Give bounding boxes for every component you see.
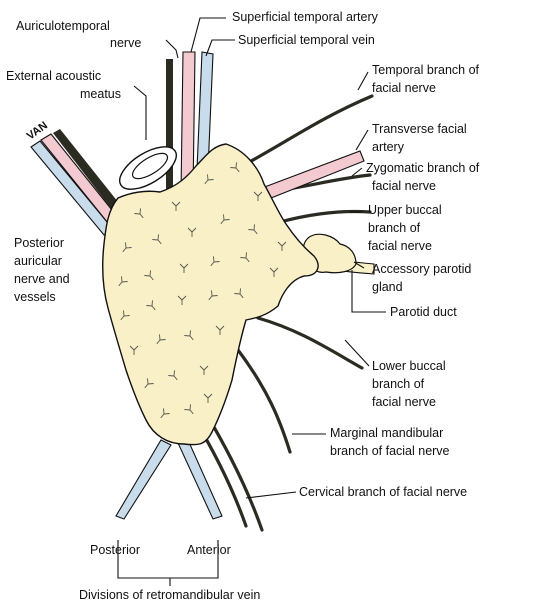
- marginal-mandibular-label-2: branch of facial nerve: [330, 444, 450, 458]
- zygomatic-branch-label: Zygomatic branch of: [366, 161, 480, 175]
- transverse-facial-leader: [356, 130, 368, 150]
- upper-buccal-branch-nerve: [280, 211, 370, 222]
- auriculotemporal-nerve-label: Auriculotemporal: [16, 19, 110, 33]
- anterior-division-vessel: [178, 440, 222, 519]
- meatus-leader: [134, 86, 146, 140]
- marginal-mandibular-branch-nerve: [238, 350, 290, 452]
- parotid-duct-label: Parotid duct: [390, 305, 457, 319]
- retromandibular-divisions-label: Divisions of retromandibular vein: [79, 588, 260, 602]
- lower-buccal-branch-label-2: branch of: [372, 377, 425, 391]
- accessory-parotid-gland-label: Accessory parotid: [372, 262, 471, 276]
- lower-buccal-branch-nerve: [258, 318, 362, 368]
- upper-buccal-branch-label: Upper buccal: [368, 203, 442, 217]
- posterior-auricular-label-2: auricular: [14, 254, 62, 268]
- lower-buccal-branch-label: Lower buccal: [372, 359, 446, 373]
- anterior-division-label: Anterior: [187, 543, 231, 557]
- external-acoustic-meatus-label-2: meatus: [80, 87, 121, 101]
- temporal-branch-leader: [358, 72, 368, 90]
- posterior-division-label: Posterior: [90, 543, 140, 557]
- cervical-branch-label: Cervical branch of facial nerve: [299, 485, 467, 499]
- superficial-temporal-vein-label: Superficial temporal vein: [238, 33, 375, 47]
- external-acoustic-meatus-label: External acoustic: [6, 69, 101, 83]
- temporal-branch-label-2: facial nerve: [372, 81, 436, 95]
- posterior-auricular-label-4: vessels: [14, 290, 56, 304]
- transverse-facial-artery-vessel: [262, 151, 364, 200]
- posterior-auricular-label-3: nerve and: [14, 272, 70, 286]
- cervical-leader: [246, 492, 296, 498]
- retromandibular-vein-divisions: [116, 440, 222, 519]
- accessory-parotid-gland-label-2: gland: [372, 280, 403, 294]
- transverse-facial-artery-label-2: artery: [372, 140, 405, 154]
- auriculotemporal-leader: [166, 40, 178, 58]
- posterior-division-vessel: [116, 440, 171, 519]
- lower-buccal-branch-label-3: facial nerve: [372, 395, 436, 409]
- superficial-temporal-artery-leader: [191, 18, 226, 52]
- transverse-facial-artery-label: Transverse facial: [372, 122, 467, 136]
- upper-buccal-branch-label-2: branch of: [368, 221, 421, 235]
- zygomatic-branch-label-2: facial nerve: [372, 179, 436, 193]
- posterior-auricular-label: Posterior: [14, 236, 64, 250]
- temporal-branch-label: Temporal branch of: [372, 63, 480, 77]
- marginal-mandibular-label: Marginal mandibular: [330, 426, 443, 440]
- posterior-auricular-artery-vessel: [41, 134, 120, 228]
- superficial-temporal-artery-label: Superficial temporal artery: [232, 10, 379, 24]
- auriculotemporal-nerve-label-2: nerve: [110, 36, 141, 50]
- upper-buccal-branch-label-3: facial nerve: [368, 239, 432, 253]
